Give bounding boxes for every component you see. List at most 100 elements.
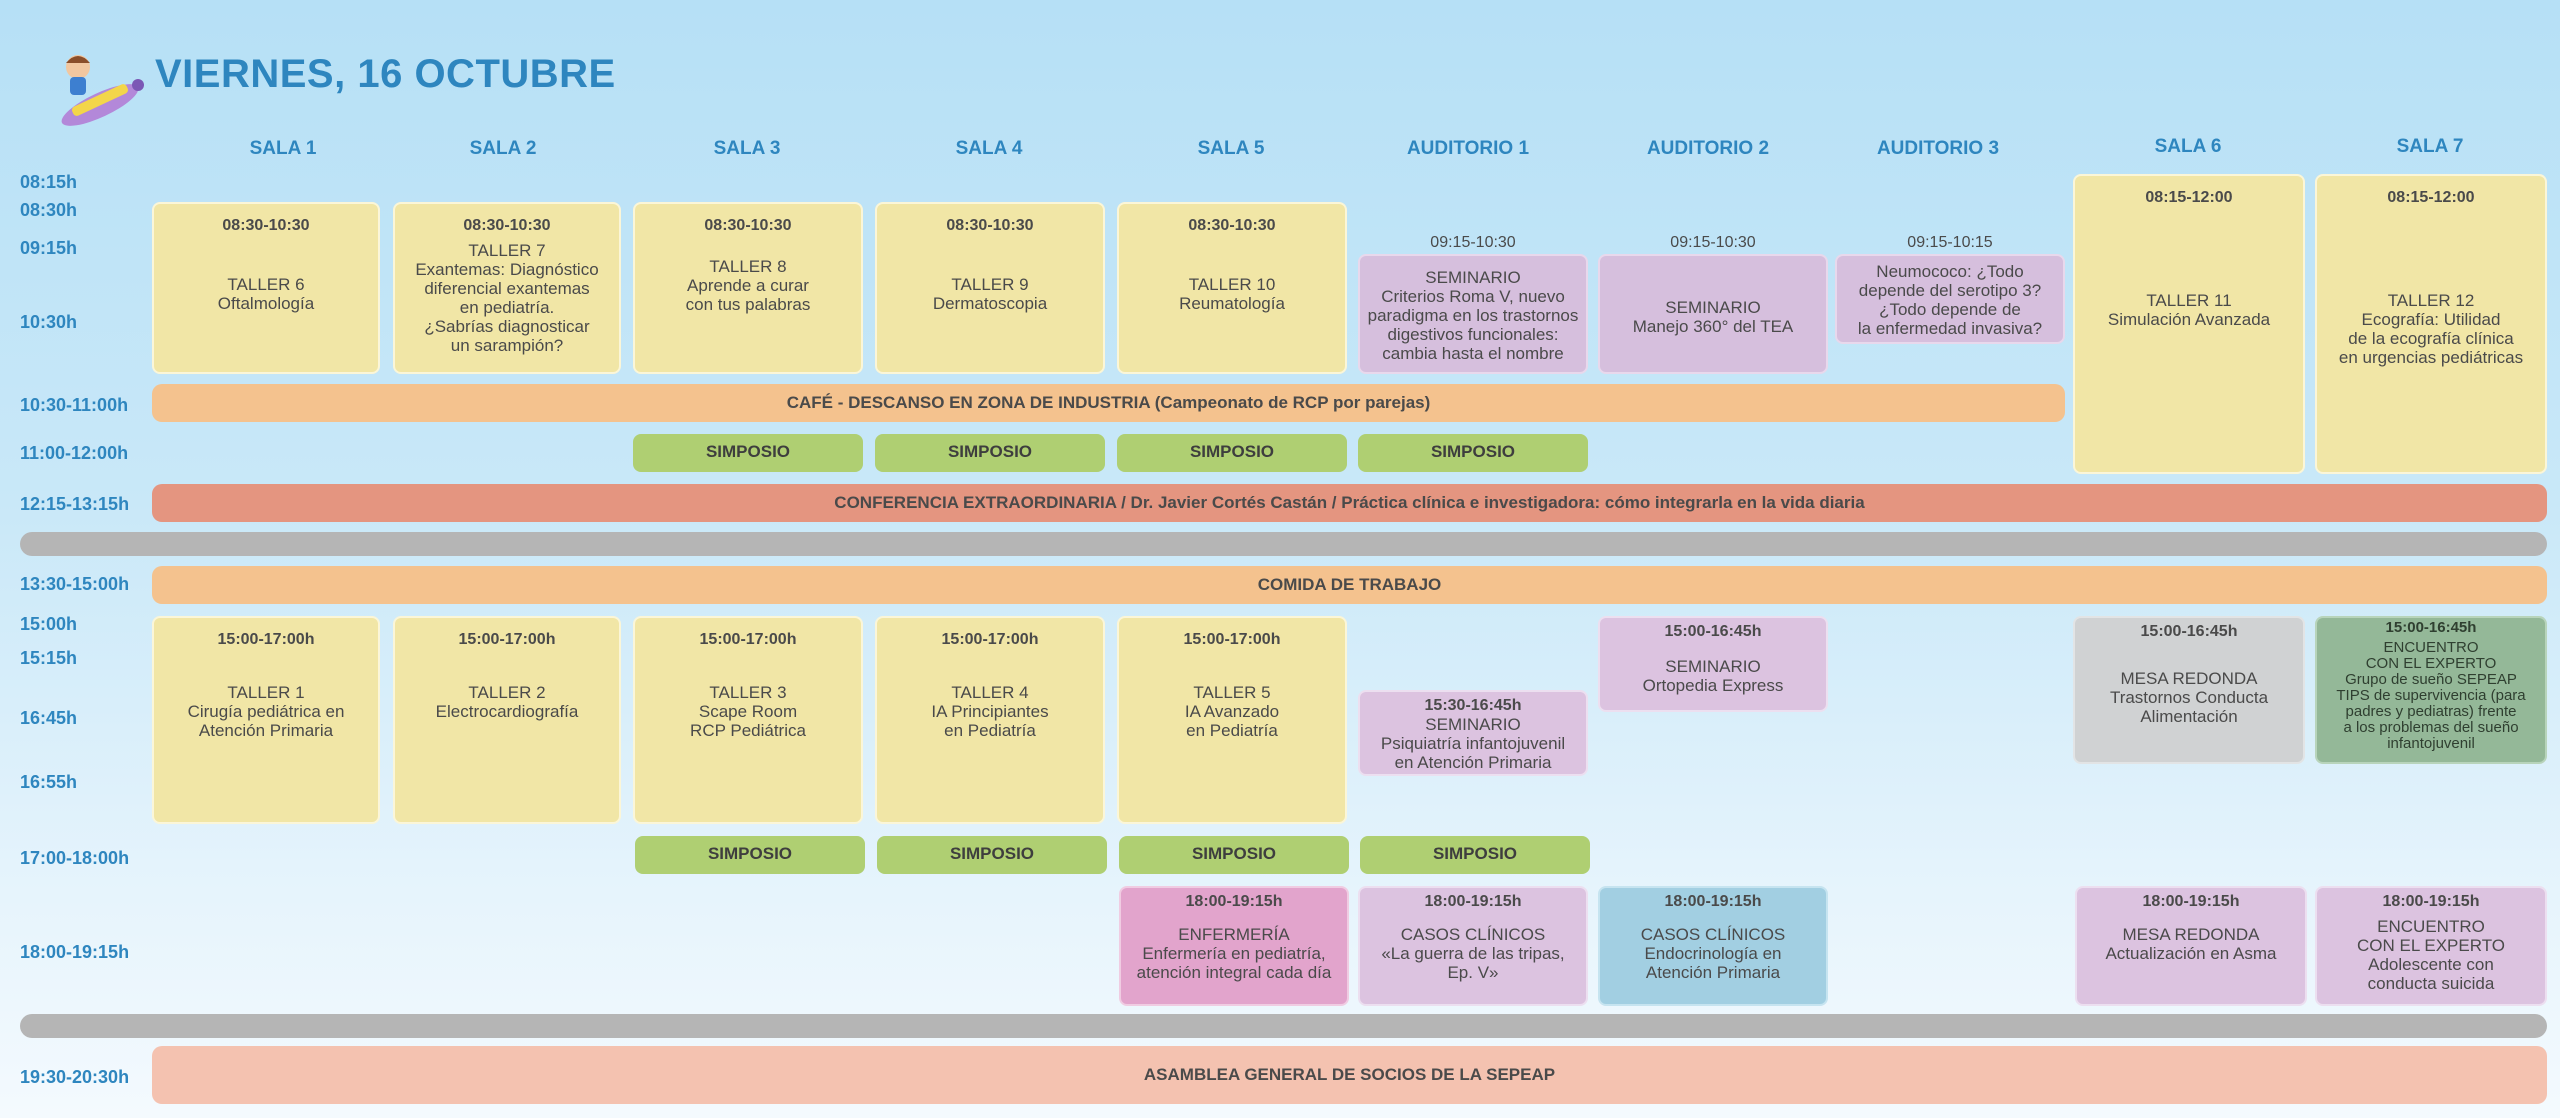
simposio-auditorio-1-am[interactable]: SIMPOSIO [1358, 434, 1588, 472]
session-title: CASOS CLÍNICOS Endocrinología en Atenció… [1640, 925, 1786, 982]
session-seminario-psiquiatria[interactable]: 15:30-16:45h SEMINARIO Psiquiatría infan… [1358, 690, 1588, 776]
session-seminario-tea[interactable]: SEMINARIO Manejo 360° del TEA [1598, 254, 1828, 374]
session-title: TALLER 12 Ecografía: Utilidad de la ecog… [2338, 291, 2524, 367]
session-time: 15:00-17:00h [699, 631, 797, 648]
cafe-break-band: CAFÉ - DESCANSO EN ZONA DE INDUSTRIA (Ca… [152, 384, 2065, 422]
time-label: 16:55h [20, 772, 78, 792]
divider [20, 532, 2547, 556]
column-header-sala-5: SALA 5 [1197, 138, 1265, 159]
session-title: TALLER 11 Simulación Avanzada [2107, 291, 2271, 329]
session-title: ENFERMERÍA Enfermería en pediatría, aten… [1136, 925, 1332, 982]
session-title: TALLER 4 IA Principiantes en Pediatría [931, 683, 1049, 740]
time-label: 11:00-12:00h [20, 443, 129, 463]
session-title: SEMINARIO Manejo 360° del TEA [1632, 298, 1794, 336]
session-taller-2[interactable]: 15:00-17:00h TALLER 2 Electrocardiografí… [393, 616, 621, 824]
session-seminario-roma[interactable]: SEMINARIO Criterios Roma V, nuevo paradi… [1358, 254, 1588, 374]
session-time: 08:15-12:00 [2387, 189, 2475, 206]
session-title: TALLER 9 Dermatoscopia [932, 275, 1048, 313]
column-header-sala-1: SALA 1 [249, 138, 317, 159]
session-title: SEMINARIO Ortopedia Express [1642, 657, 1784, 695]
session-time: 09:15-10:30 [1670, 234, 1756, 251]
simposio-sala-5-am[interactable]: SIMPOSIO [1117, 434, 1347, 472]
session-mesa-trastornos[interactable]: 15:00-16:45h MESA REDONDA Trastornos Con… [2073, 616, 2305, 764]
session-encuentro-sueno[interactable]: 15:00-16:45h ENCUENTRO CON EL EXPERTO Gr… [2315, 616, 2547, 764]
session-time: 18:00-19:15h [1185, 893, 1283, 910]
divider [20, 1014, 2547, 1038]
simposio-sala-3-pm[interactable]: SIMPOSIO [635, 836, 865, 874]
session-time: 08:30-10:30 [704, 217, 792, 234]
session-encuentro-adolescente[interactable]: 18:00-19:15h ENCUENTRO CON EL EXPERTO Ad… [2315, 886, 2547, 1006]
session-mesa-asma[interactable]: 18:00-19:15h MESA REDONDA Actualización … [2075, 886, 2307, 1006]
conferencia-band: CONFERENCIA EXTRAORDINARIA / Dr. Javier … [152, 484, 2547, 522]
column-header-sala-2: SALA 2 [469, 138, 537, 159]
simposio-auditorio-1-pm[interactable]: SIMPOSIO [1360, 836, 1590, 874]
column-header-sala-3: SALA 3 [713, 138, 781, 159]
time-label: 08:15h [20, 172, 78, 192]
session-time: 08:30-10:30 [946, 217, 1034, 234]
time-label: 10:30h [20, 312, 78, 332]
session-taller-5[interactable]: 15:00-17:00h TALLER 5 IA Avanzado en Ped… [1117, 616, 1347, 824]
time-label: 19:30-20:30h [20, 1067, 130, 1087]
session-taller-4[interactable]: 15:00-17:00h TALLER 4 IA Principiantes e… [875, 616, 1105, 824]
session-taller-10[interactable]: 08:30-10:30 TALLER 10 Reumatología [1117, 202, 1347, 374]
simposio-sala-4-pm[interactable]: SIMPOSIO [877, 836, 1107, 874]
session-taller-11[interactable]: 08:15-12:00 TALLER 11 Simulación Avanzad… [2073, 174, 2305, 474]
time-label: 10:30-11:00h [20, 395, 129, 415]
time-label: 08:30h [20, 200, 78, 220]
session-title: SEMINARIO Criterios Roma V, nuevo paradi… [1367, 268, 1579, 363]
session-title: TALLER 1 Cirugía pediátrica en Atención … [187, 683, 345, 740]
session-time: 15:00-17:00h [941, 631, 1039, 648]
time-label: 17:00-18:00h [20, 848, 130, 868]
session-time: 18:00-19:15h [1424, 893, 1522, 910]
session-casos-endocrino[interactable]: 18:00-19:15h CASOS CLÍNICOS Endocrinolog… [1598, 886, 1828, 1006]
session-taller-1[interactable]: 15:00-17:00h TALLER 1 Cirugía pediátrica… [152, 616, 380, 824]
session-title: ENCUENTRO CON EL EXPERTO Adolescente con… [2356, 917, 2505, 993]
simposio-sala-4-am[interactable]: SIMPOSIO [875, 434, 1105, 472]
time-label: 09:15h [20, 238, 78, 258]
time-label: 16:45h [20, 708, 78, 728]
column-header-sala-6: SALA 6 [2154, 136, 2222, 157]
session-title: TALLER 10 Reumatología [1179, 275, 1285, 313]
session-time: 08:30-10:30 [222, 217, 310, 234]
session-title: TALLER 3 Scape Room RCP Pediátrica [690, 683, 806, 740]
simposio-sala-5-pm[interactable]: SIMPOSIO [1119, 836, 1349, 874]
comida-band: COMIDA DE TRABAJO [152, 566, 2547, 604]
session-time: 15:00-16:45h [1664, 623, 1762, 640]
session-time: 18:00-19:15h [1664, 893, 1762, 910]
session-title: TALLER 8 Aprende a curar con tus palabra… [685, 257, 811, 314]
session-casos-tripas[interactable]: 18:00-19:15h CASOS CLÍNICOS «La guerra d… [1358, 886, 1588, 1006]
column-header-auditorio-3: AUDITORIO 3 [1876, 138, 2000, 159]
time-label: 15:00h [20, 614, 78, 634]
session-taller-9[interactable]: 08:30-10:30 TALLER 9 Dermatoscopia [875, 202, 1105, 374]
column-header-auditorio-2: AUDITORIO 2 [1646, 138, 1770, 159]
page-title: VIERNES, 16 OCTUBRE [155, 52, 616, 96]
session-title: SEMINARIO Psiquiatría infantojuvenil en … [1380, 715, 1566, 772]
session-time: 08:15-12:00 [2145, 189, 2233, 206]
session-time: 15:00-16:45h [2385, 619, 2477, 636]
session-time: 08:30-10:30 [463, 217, 551, 234]
session-taller-12[interactable]: 08:15-12:00 TALLER 12 Ecografía: Utilida… [2315, 174, 2547, 474]
session-title: TALLER 2 Electrocardiografía [435, 683, 579, 721]
session-title: MESA REDONDA Actualización en Asma [2105, 925, 2277, 963]
session-time: 15:00-17:00h [1183, 631, 1281, 648]
session-taller-7[interactable]: 08:30-10:30 TALLER 7 Exantemas: Diagnóst… [393, 202, 621, 374]
asamblea-band: ASAMBLEA GENERAL DE SOCIOS DE LA SEPEAP [152, 1046, 2547, 1104]
session-neumococo[interactable]: Neumococo: ¿Todo depende del serotipo 3?… [1835, 254, 2065, 344]
session-title: TALLER 7 Exantemas: Diagnóstico diferenc… [415, 241, 599, 355]
session-taller-8[interactable]: 08:30-10:30 TALLER 8 Aprende a curar con… [633, 202, 863, 374]
session-time: 15:30-16:45h [1424, 697, 1522, 714]
session-taller-3[interactable]: 15:00-17:00h TALLER 3 Scape Room RCP Ped… [633, 616, 863, 824]
session-title: CASOS CLÍNICOS «La guerra de las tripas,… [1381, 925, 1565, 982]
time-label: 12:15-13:15h [20, 494, 130, 514]
airplane-boy-logo [61, 55, 144, 126]
time-label: 18:00-19:15h [20, 942, 130, 962]
session-time: 09:15-10:15 [1907, 234, 1993, 251]
simposio-sala-3-am[interactable]: SIMPOSIO [633, 434, 863, 472]
session-taller-6[interactable]: 08:30-10:30 TALLER 6 Oftalmología [152, 202, 380, 374]
session-time: 18:00-19:15h [2142, 893, 2240, 910]
session-enfermeria[interactable]: 18:00-19:15h ENFERMERÍA Enfermería en pe… [1119, 886, 1349, 1006]
session-seminario-ortopedia[interactable]: 15:00-16:45h SEMINARIO Ortopedia Express [1598, 616, 1828, 712]
session-time: 18:00-19:15h [2382, 893, 2480, 910]
session-title: TALLER 6 Oftalmología [217, 275, 315, 313]
session-time: 08:30-10:30 [1188, 217, 1276, 234]
